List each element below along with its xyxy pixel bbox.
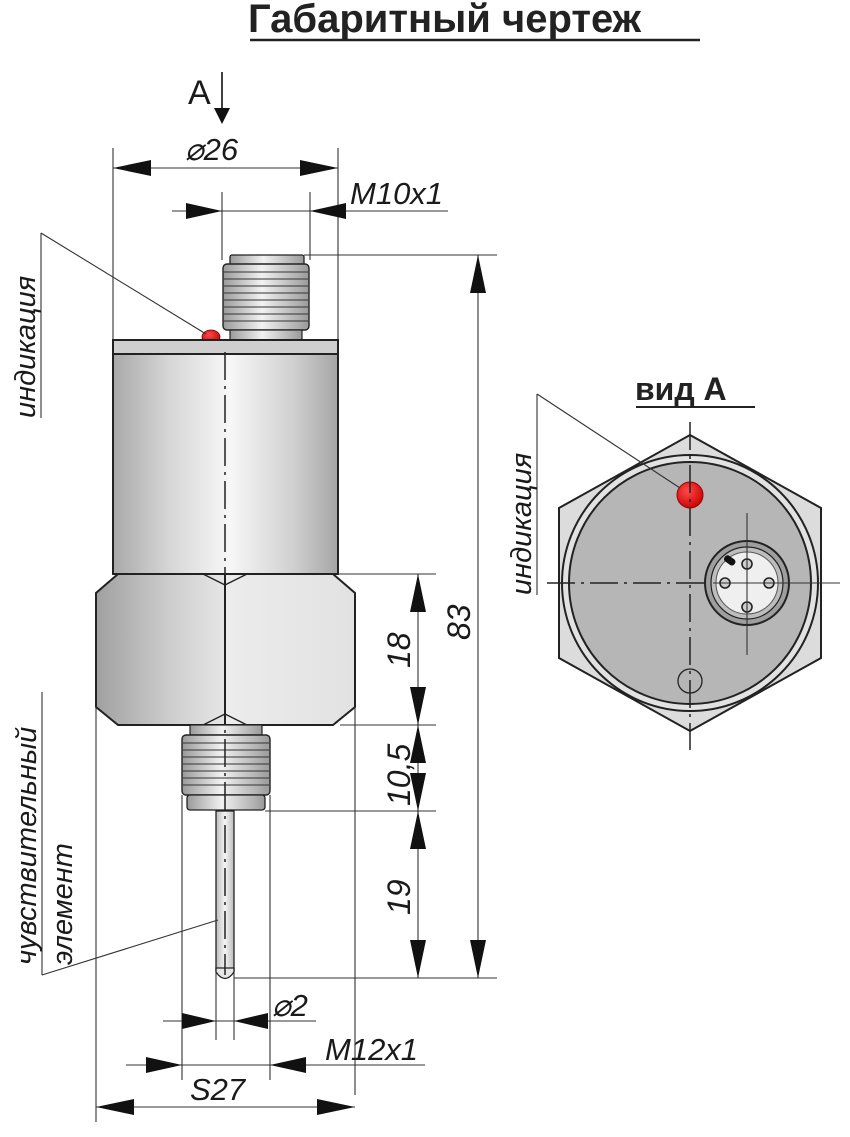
top-connector bbox=[222, 254, 310, 341]
dim-connector-thread: M10x1 bbox=[350, 176, 443, 211]
view-marker-arrow-head bbox=[214, 108, 230, 124]
arrow-m12-right bbox=[270, 1057, 306, 1073]
arrow-d2-right bbox=[234, 1013, 268, 1029]
arrow-m12-left bbox=[146, 1057, 182, 1073]
top-view-a: вид А индикаци bbox=[506, 371, 840, 750]
view-connector bbox=[704, 513, 840, 655]
mount-thread-neck bbox=[189, 724, 263, 736]
connector-base bbox=[229, 329, 303, 341]
dim-hex-height: 18 bbox=[381, 632, 417, 668]
callout-leader-indicator-view bbox=[536, 393, 681, 489]
hex-nut bbox=[95, 573, 356, 726]
label-sensing-line1: чувствительный bbox=[11, 727, 43, 965]
arrow-s27-left bbox=[96, 1099, 134, 1115]
mount-thread-grooves bbox=[183, 742, 269, 786]
dim-total-length: 83 bbox=[441, 604, 477, 640]
arrow-m10-right bbox=[310, 203, 346, 219]
bottom-thread bbox=[181, 724, 271, 811]
arrow-105-bottom bbox=[410, 773, 426, 811]
dim-probe-length: 19 bbox=[381, 879, 417, 915]
arrow-18-bottom bbox=[410, 687, 426, 725]
view-marker-letter: A bbox=[188, 74, 211, 112]
arrow-s27-right bbox=[317, 1099, 355, 1115]
sensing-element-callout: чувствительный элемент bbox=[11, 692, 219, 976]
view-a-title: вид А bbox=[635, 371, 727, 407]
title-block: Габаритный чертеж bbox=[248, 0, 700, 42]
connector-key bbox=[723, 555, 736, 566]
label-indicator-view: индикация bbox=[506, 453, 538, 595]
arrow-d26-left bbox=[113, 160, 151, 176]
indicator-callout-view: индикация bbox=[506, 393, 681, 595]
arrow-83-top bbox=[470, 255, 486, 293]
arrow-19-top bbox=[410, 811, 426, 849]
arrow-83-bottom bbox=[470, 940, 486, 978]
arrow-105-top bbox=[410, 725, 426, 763]
arrow-d26-right bbox=[300, 160, 338, 176]
arrow-d2-left bbox=[182, 1013, 216, 1029]
indicator-callout-side: индикация bbox=[10, 232, 207, 418]
dim-body-diameter: ⌀26 bbox=[185, 132, 239, 167]
dim-thread-length: 10,5 bbox=[381, 744, 417, 806]
dim-probe-diameter: ⌀2 bbox=[272, 988, 308, 1023]
arrow-19-bottom bbox=[410, 940, 426, 978]
dim-hex-size: S27 bbox=[190, 1072, 247, 1107]
mount-thread bbox=[181, 734, 271, 796]
label-indicator-side: индикация bbox=[10, 276, 42, 418]
side-view: ⌀26 M10x1 bbox=[10, 132, 497, 1122]
callout-leader-sensing bbox=[41, 919, 219, 976]
label-sensing-line2: элемент bbox=[47, 843, 79, 965]
arrow-m10-left bbox=[186, 203, 222, 219]
connector-thread bbox=[222, 263, 310, 331]
page-title: Габаритный чертеж bbox=[248, 0, 642, 41]
hex-face-left bbox=[95, 573, 226, 726]
view-a-marker: A bbox=[188, 72, 230, 124]
body-top-rim bbox=[112, 339, 339, 355]
arrow-18-top bbox=[410, 574, 426, 612]
callout-leader-indicator-side bbox=[40, 232, 207, 335]
hex-face-right bbox=[224, 573, 356, 726]
mount-thread-end bbox=[186, 794, 266, 811]
dim-mount-thread: M12x1 bbox=[325, 1032, 418, 1067]
connector-thread-grooves bbox=[224, 271, 308, 322]
